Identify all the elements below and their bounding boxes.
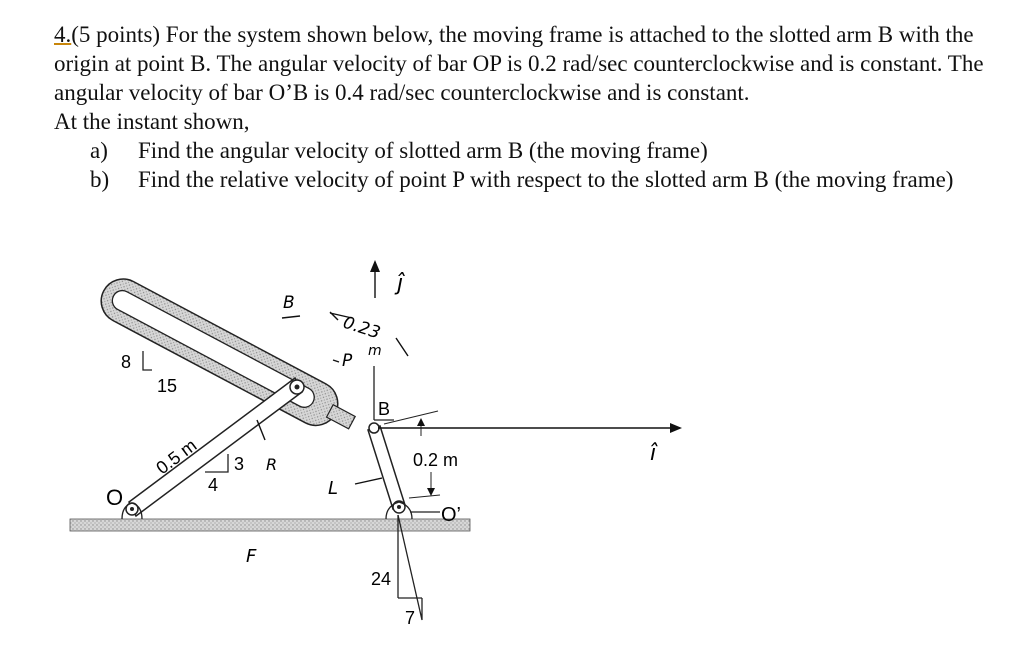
point-b-marker: B: [373, 366, 394, 421]
hand-label-p: P: [342, 351, 353, 371]
problem-intro-text: (5 points) For the system shown below, t…: [54, 22, 984, 105]
point-o-prime-label: O’: [441, 504, 461, 526]
hand-label-b: B: [283, 293, 295, 313]
point-o-label: O: [106, 485, 123, 510]
bar-b-rise-label: 24: [371, 569, 391, 589]
part-a-text: Find the angular velocity of slotted arm…: [138, 138, 708, 163]
ground: [69, 518, 471, 532]
instant-line: At the instant shown,: [54, 109, 250, 134]
hand-label-f: F: [246, 546, 257, 567]
problem-intro: 4.(5 points) For the system shown below,…: [54, 20, 1014, 107]
hand-label-offset: 0.23: [340, 313, 382, 344]
height-label: 0.2 m: [413, 450, 458, 470]
handwritten-annotations: [256, 260, 682, 485]
point-b-box-label: B: [378, 399, 390, 419]
hand-label-offset-unit: m: [368, 343, 382, 359]
slope-triangle-bar-b: 24 7: [371, 514, 423, 628]
height-dimension: 0.2 m: [383, 410, 458, 499]
hand-label-j-hat: ĵ: [394, 271, 405, 296]
problem-statement: 4.(5 points) For the system shown below,…: [54, 20, 1014, 194]
part-b-label: b): [90, 167, 110, 192]
hand-label-r: R: [266, 455, 277, 474]
bar-b-run-label: 7: [405, 608, 415, 628]
slope-run-label: 15: [157, 376, 177, 396]
parts-list: a) Find the angular velocity of slotted …: [54, 136, 1014, 194]
bar-op-rise-label: 3: [234, 454, 244, 474]
bar-o-prime-b: [367, 422, 413, 520]
part-b: b) Find the relative velocity of point P…: [54, 165, 1014, 194]
problem-number: 4.: [54, 22, 72, 47]
slope-rise-label: 8: [121, 352, 131, 372]
part-a-label: a): [90, 138, 108, 163]
part-a: a) Find the angular velocity of slotted …: [54, 136, 1014, 165]
bar-op: [121, 376, 305, 520]
hand-label-l: L: [328, 478, 338, 499]
bar-op-run-label: 4: [208, 475, 218, 495]
slotted-arm: [100, 278, 357, 430]
part-b-text: Find the relative velocity of point P wi…: [138, 167, 954, 192]
hand-label-i-hat: î: [650, 441, 658, 466]
mechanism-diagram: 8 15 3 4 0.5 m O O’ B 0.2 m 24 7: [69, 260, 682, 628]
slope-triangle-arm: 8 15: [121, 351, 177, 396]
